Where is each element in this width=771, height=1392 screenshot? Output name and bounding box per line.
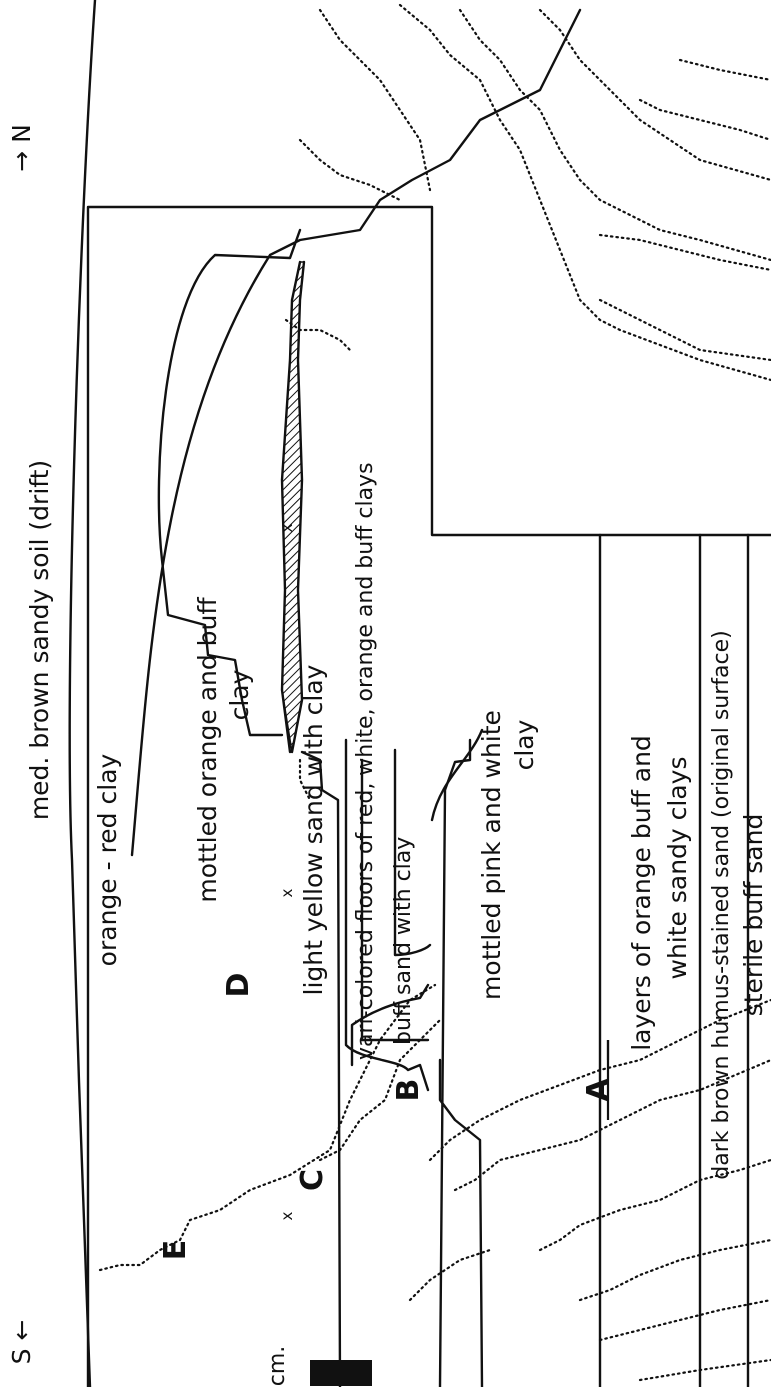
- vari-colored-floor-3: [360, 758, 430, 1042]
- north-label: → N: [7, 124, 36, 172]
- svg-text:x: x: [278, 523, 296, 532]
- label-buff-sand: buff sand with clay: [391, 837, 416, 1045]
- svg-text:x: x: [278, 888, 296, 897]
- scale-bar-block: [358, 1360, 372, 1386]
- svg-text:x: x: [278, 1211, 296, 1220]
- south-label: S ←: [7, 1320, 36, 1365]
- vari-colored-floor-2: [350, 983, 430, 1067]
- label-mottled-pink-1: mottled pink and white: [477, 710, 506, 1000]
- scale-bar-fill: [310, 1360, 358, 1386]
- letter-a: A: [581, 1078, 616, 1102]
- label-sterile-sand: sterile buff sand: [739, 814, 768, 1017]
- ground-surface-line: [68, 0, 97, 1389]
- label-light-yellow-sand: light yellow sand with clay: [299, 664, 328, 995]
- scale-bar: 30cm.: [265, 1346, 372, 1392]
- letter-b: B: [391, 1079, 426, 1102]
- letter-e: E: [158, 1240, 193, 1261]
- label-orange-red-clay: orange - red clay: [93, 753, 122, 966]
- mottled-orange-clay-boundary: [157, 228, 302, 737]
- floor-b-base: [438, 738, 472, 1389]
- scale-bar-label: 30cm.: [265, 1346, 290, 1387]
- floor-c-markers: x x x: [278, 523, 296, 1220]
- excavation-frame: [86, 205, 771, 1389]
- label-drift: med. brown sandy soil (drift): [25, 460, 54, 820]
- dotted-strata: [98, 3, 771, 1382]
- floor-b-lines: [438, 1058, 484, 1389]
- letter-d: D: [221, 973, 256, 998]
- orange-red-clay-boundary: [130, 8, 582, 857]
- buff-sand-line: [393, 748, 432, 957]
- label-layers-orange-1: layers of orange buff and: [627, 735, 656, 1051]
- label-mottled-pink-2: clay: [510, 719, 539, 770]
- label-mottled-orange-2: clay: [225, 669, 254, 720]
- label-layers-orange-2: white sandy clays: [663, 757, 692, 980]
- vari-colored-floor-1: [344, 738, 430, 1092]
- stage-letters: A B C D E: [158, 973, 616, 1261]
- letter-c: C: [295, 1169, 330, 1191]
- label-dark-brown-sand: dark brown humus-stained sand (original …: [709, 630, 734, 1179]
- label-vari-colored-floors: vari-colored floors of red, white, orang…: [353, 462, 378, 1060]
- label-mottled-orange-1: mottled orange and buff: [193, 597, 222, 903]
- floor-c-step: [300, 750, 342, 1389]
- layer-labels: med. brown sandy soil (drift) orange - r…: [25, 460, 768, 1180]
- mottled-pink-boundary: [430, 728, 484, 822]
- floor-c-hatch: [281, 261, 305, 753]
